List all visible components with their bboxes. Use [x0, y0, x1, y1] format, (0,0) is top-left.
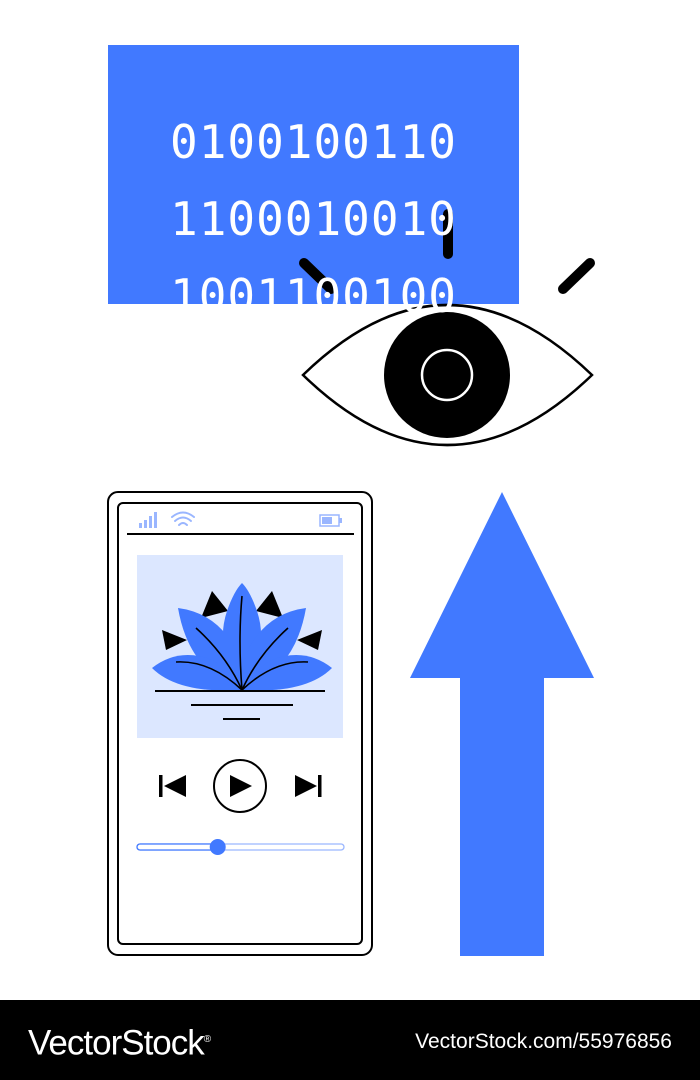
progress-knob[interactable] — [209, 839, 226, 855]
stock-id: VectorStock.com/55976856 — [415, 1030, 672, 1053]
arrow-up-icon — [410, 492, 594, 956]
binary-code-panel: 0100100110 1100010010 1001100100 — [108, 45, 519, 319]
previous-icon[interactable] — [159, 775, 186, 797]
binary-line-3: 1001100100 — [170, 269, 457, 323]
playback-progress-slider[interactable] — [136, 839, 345, 855]
signal-icon — [139, 512, 157, 528]
brand-name: VectorStock — [28, 1023, 205, 1063]
illustration-canvas — [107, 45, 595, 956]
wifi-icon — [171, 511, 195, 526]
footer-bar: VectorStock® VectorStock.com/55976856 — [0, 1000, 700, 1080]
binary-panel-background — [108, 45, 519, 304]
lotus-icon — [152, 583, 332, 720]
brand-logo: VectorStock® — [28, 1020, 211, 1064]
progress-fill — [136, 843, 219, 851]
binary-line-2: 1100010010 — [170, 192, 457, 246]
music-player-phone — [107, 491, 373, 956]
eye-icon — [299, 209, 595, 447]
brand-mark: ® — [203, 1034, 211, 1045]
binary-line-1: 0100100110 — [170, 115, 457, 169]
next-icon[interactable] — [295, 775, 322, 797]
battery-icon — [319, 514, 342, 527]
play-icon[interactable] — [213, 759, 267, 813]
